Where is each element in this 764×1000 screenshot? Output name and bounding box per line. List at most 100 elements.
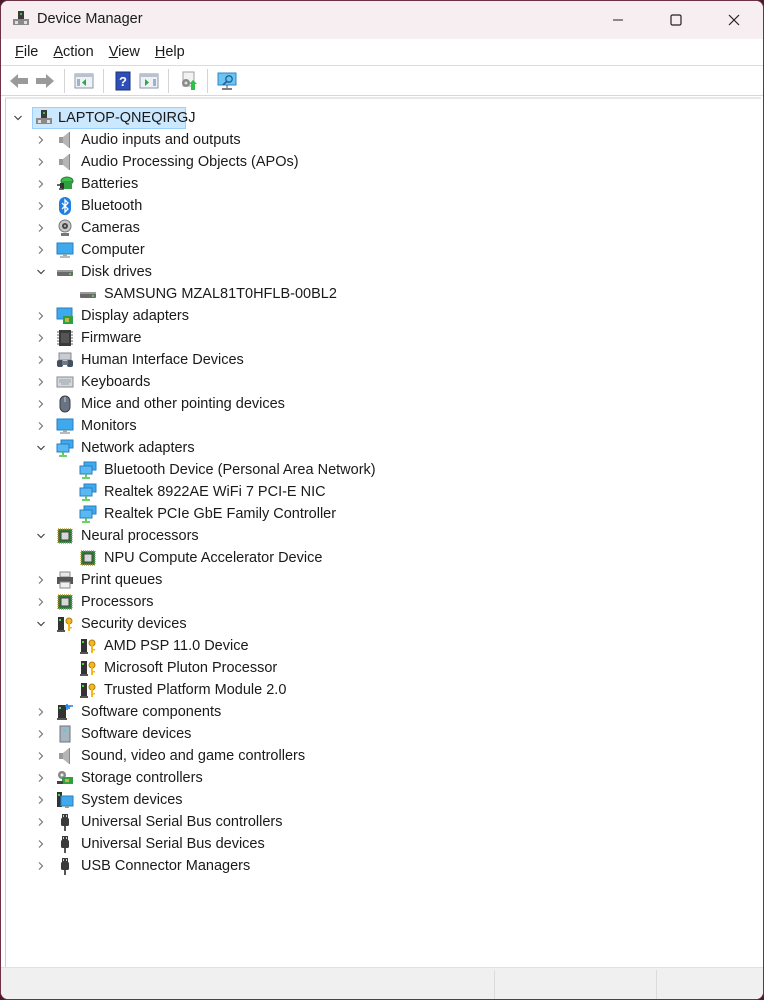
tree-category-cameras[interactable]: Cameras — [6, 217, 706, 239]
scan-monitor-icon — [217, 72, 237, 90]
title-bar[interactable]: Device Manager — [1, 1, 763, 39]
chevron-right-icon[interactable] — [34, 767, 48, 789]
tree-category-network-adapters[interactable]: Network adapters — [6, 437, 706, 459]
tree-category-bluetooth[interactable]: Bluetooth — [6, 195, 706, 217]
tree-category-mice-and-other-pointing-devices[interactable]: Mice and other pointing devices — [6, 393, 706, 415]
show-hide-action-pane-button[interactable] — [137, 69, 161, 93]
tree-category-display-adapters[interactable]: Display adapters — [6, 305, 706, 327]
tree-category-universal-serial-bus-controllers[interactable]: Universal Serial Bus controllers — [6, 811, 706, 833]
arrow-left-icon — [10, 73, 28, 88]
tree-item-label: Human Interface Devices — [81, 352, 244, 368]
tree-category-neural-processors[interactable]: Neural processors — [6, 525, 706, 547]
chevron-right-icon[interactable] — [34, 415, 48, 437]
chevron-right-icon[interactable] — [34, 789, 48, 811]
tree-device-bluetooth-device-personal-area-network[interactable]: Bluetooth Device (Personal Area Network) — [6, 459, 706, 481]
chevron-down-icon[interactable] — [34, 613, 48, 635]
tree-category-software-components[interactable]: Software components — [6, 701, 706, 723]
chevron-down-icon[interactable] — [34, 437, 48, 459]
window-title: Device Manager — [37, 11, 143, 27]
menu-file[interactable]: File — [9, 44, 44, 60]
show-hide-console-tree-button[interactable] — [72, 69, 96, 93]
chevron-right-icon[interactable] — [34, 745, 48, 767]
tree-category-disk-drives[interactable]: Disk drives — [6, 261, 706, 283]
menu-help[interactable]: Help — [149, 44, 191, 60]
tree-category-software-devices[interactable]: Software devices — [6, 723, 706, 745]
tree-category-usb-connector-managers[interactable]: USB Connector Managers — [6, 855, 706, 877]
help-icon: ? — [115, 71, 131, 90]
keyboard-icon — [56, 373, 74, 391]
tree-category-keyboards[interactable]: Keyboards — [6, 371, 706, 393]
minimize-button[interactable] — [589, 1, 647, 39]
tree-category-audio-inputs-and-outputs[interactable]: Audio inputs and outputs — [6, 129, 706, 151]
chevron-right-icon[interactable] — [34, 349, 48, 371]
tree-item-label: Print queues — [81, 572, 163, 588]
update-driver-icon — [182, 71, 197, 90]
tree-device-amd-psp-11-0-device[interactable]: AMD PSP 11.0 Device — [6, 635, 706, 657]
tree-device-trusted-platform-module-2-0[interactable]: Trusted Platform Module 2.0 — [6, 679, 706, 701]
chevron-right-icon[interactable] — [34, 327, 48, 349]
maximize-button[interactable] — [647, 1, 705, 39]
processor-icon — [56, 527, 74, 545]
tree-category-sound-video-and-game-controllers[interactable]: Sound, video and game controllers — [6, 745, 706, 767]
chevron-right-icon[interactable] — [34, 305, 48, 327]
menu-action[interactable]: Action — [47, 44, 99, 60]
tree-item-label: Software components — [81, 704, 222, 720]
tree-item-label: Processors — [81, 594, 154, 610]
tree-category-universal-serial-bus-devices[interactable]: Universal Serial Bus devices — [6, 833, 706, 855]
tree-category-security-devices[interactable]: Security devices — [6, 613, 706, 635]
close-button[interactable] — [705, 1, 763, 39]
back-button[interactable] — [7, 69, 31, 93]
forward-button[interactable] — [33, 69, 57, 93]
speaker-icon — [56, 747, 74, 765]
chevron-right-icon[interactable] — [34, 701, 48, 723]
storage-icon — [56, 769, 74, 787]
tree-category-print-queues[interactable]: Print queues — [6, 569, 706, 591]
tree-device-samsung-mzal81t0hflb-00bl2[interactable]: SAMSUNG MZAL81T0HFLB-00BL2 — [6, 283, 706, 305]
tree-category-audio-processing-objects-apos[interactable]: Audio Processing Objects (APOs) — [6, 151, 706, 173]
chevron-right-icon[interactable] — [34, 195, 48, 217]
tree-category-human-interface-devices[interactable]: Human Interface Devices — [6, 349, 706, 371]
tree-device-realtek-pcie-gbe-family-controller[interactable]: Realtek PCIe GbE Family Controller — [6, 503, 706, 525]
camera-icon — [56, 219, 74, 237]
security-icon — [79, 681, 97, 699]
chevron-right-icon[interactable] — [34, 833, 48, 855]
chevron-down-icon[interactable] — [34, 261, 48, 283]
chevron-right-icon[interactable] — [34, 151, 48, 173]
chevron-right-icon[interactable] — [34, 371, 48, 393]
chevron-down-icon[interactable] — [11, 107, 25, 129]
menu-view[interactable]: View — [103, 44, 146, 60]
chevron-right-icon[interactable] — [34, 239, 48, 261]
tree-category-firmware[interactable]: Firmware — [6, 327, 706, 349]
tree-device-npu-compute-accelerator-device[interactable]: NPU Compute Accelerator Device — [6, 547, 706, 569]
tree-category-storage-controllers[interactable]: Storage controllers — [6, 767, 706, 789]
network-icon — [79, 505, 97, 523]
chevron-right-icon[interactable] — [34, 855, 48, 877]
tree-device-realtek-8922ae-wifi-7-pci-e-nic[interactable]: Realtek 8922AE WiFi 7 PCI-E NIC — [6, 481, 706, 503]
hid-icon — [56, 351, 74, 369]
chevron-right-icon[interactable] — [34, 569, 48, 591]
menu-accelerator: F — [15, 44, 24, 60]
chevron-right-icon[interactable] — [34, 811, 48, 833]
scan-hardware-changes-button[interactable] — [215, 69, 239, 93]
chevron-right-icon[interactable] — [34, 591, 48, 613]
chevron-right-icon[interactable] — [34, 129, 48, 151]
tree-category-batteries[interactable]: Batteries — [6, 173, 706, 195]
chevron-down-icon[interactable] — [34, 525, 48, 547]
tree-root-computer[interactable]: LAPTOP-QNEQIRGJ — [6, 107, 406, 129]
tree-category-processors[interactable]: Processors — [6, 591, 706, 613]
tree-device-microsoft-pluton-processor[interactable]: Microsoft Pluton Processor — [6, 657, 706, 679]
chevron-right-icon[interactable] — [34, 173, 48, 195]
tree-item-label: SAMSUNG MZAL81T0HFLB-00BL2 — [104, 286, 337, 302]
processor-icon — [79, 549, 97, 567]
chevron-right-icon[interactable] — [34, 723, 48, 745]
tree-category-system-devices[interactable]: System devices — [6, 789, 706, 811]
update-driver-button[interactable] — [176, 69, 200, 93]
chevron-right-icon[interactable] — [34, 393, 48, 415]
disk-icon — [56, 263, 74, 281]
tree-category-computer[interactable]: Computer — [6, 239, 706, 261]
toolbar-separator — [103, 68, 104, 93]
chevron-right-icon[interactable] — [34, 217, 48, 239]
help-button[interactable]: ? — [111, 69, 135, 93]
tree-category-monitors[interactable]: Monitors — [6, 415, 706, 437]
